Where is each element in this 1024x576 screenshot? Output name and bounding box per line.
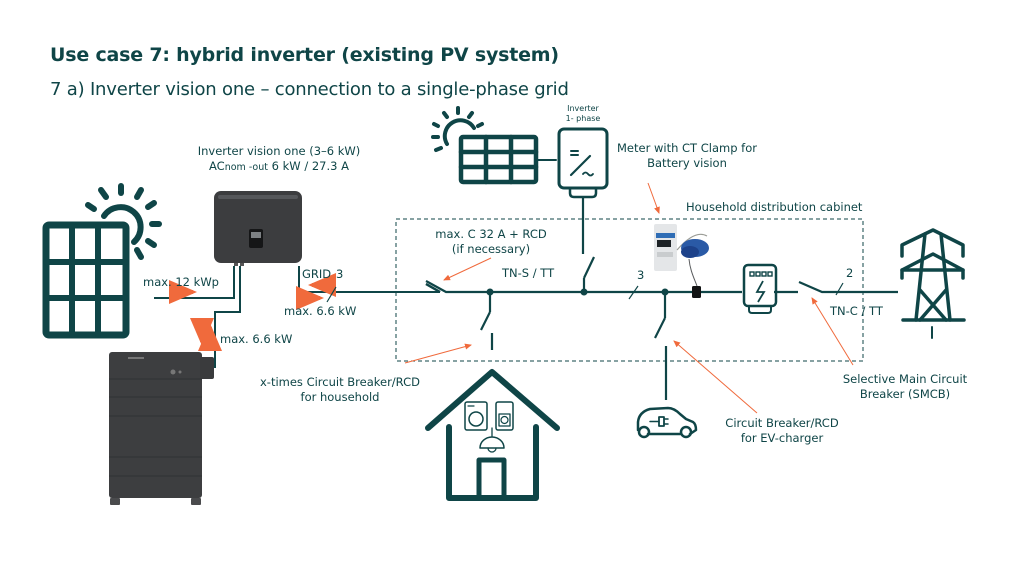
main-bus xyxy=(425,280,898,294)
existing-inverter-label-line1: Inverter xyxy=(567,104,599,113)
page-title: Use case 7: hybrid inverter (existing PV… xyxy=(50,44,559,66)
smcb-pointer xyxy=(811,297,854,366)
grid-wire-count: 3 xyxy=(336,267,344,281)
existing-inverter-label-line2: 1- phase xyxy=(565,114,601,123)
grid-tower-icon xyxy=(900,228,966,339)
ev-breaker-label-line1: Circuit Breaker/RCD xyxy=(725,416,839,430)
household-icon xyxy=(425,369,560,501)
inverter-vision-one-label: Inverter vision one (3–6 kW) ACnom -out … xyxy=(184,144,374,175)
grid-label: GRID xyxy=(302,267,332,281)
smcb-label-line2: Breaker (SMCB) xyxy=(859,387,951,401)
ev-breaker-label-line2: for EV-charger xyxy=(740,431,824,445)
ev-car-icon xyxy=(636,406,698,439)
household-breaker-label-line2: for household xyxy=(300,390,380,404)
existing-inverter-label: Inverter 1- phase xyxy=(555,104,611,124)
existing-inverter-branch xyxy=(581,198,595,292)
ev-breaker-pointer xyxy=(673,340,758,414)
existing-pv-icon xyxy=(458,134,557,185)
c32-breaker-label: max. C 32 A + RCD (if necessary) xyxy=(426,227,556,257)
sun-icon xyxy=(85,183,162,260)
meter-pointer-arrow xyxy=(647,182,660,214)
ac-prefix: AC xyxy=(209,159,225,173)
hybrid-inverter-device xyxy=(214,191,302,266)
pv-power-label: max. 12 kWp xyxy=(143,275,219,289)
grid-meter-icon xyxy=(742,263,778,314)
household-branch xyxy=(480,292,494,350)
inverter-breaker-switch xyxy=(583,256,595,279)
power-flow-arrows xyxy=(169,273,336,351)
c32-label-line1: max. C 32 A + RCD xyxy=(435,227,547,241)
meter-label: Meter with CT Clamp for Battery vision xyxy=(607,141,767,171)
cabinet-label: Household distribution cabinet xyxy=(686,200,863,214)
ct-clamp-device xyxy=(676,233,709,298)
smcb-label: Selective Main Circuit Breaker (SMCB) xyxy=(830,372,980,402)
distribution-cabinet-border xyxy=(395,218,864,362)
bus-wire-count: 3 xyxy=(637,268,645,282)
energy-meter-device xyxy=(654,224,677,271)
ev-breaker-switch xyxy=(654,317,666,339)
existing-sun-icon xyxy=(431,106,484,152)
battery-power-label: max. 6.6 kW xyxy=(220,332,293,346)
page-subtitle: 7 a) Inverter vision one – connection to… xyxy=(50,79,569,100)
existing-inverter-icon xyxy=(557,127,609,199)
smcb-label-line1: Selective Main Circuit xyxy=(842,372,968,386)
network-type-inner: TN-S / TT xyxy=(502,266,555,280)
c32-label-line2: (if necessary) xyxy=(451,242,531,256)
pv-array-icon xyxy=(42,221,130,339)
ev-breaker-label: Circuit Breaker/RCD for EV-charger xyxy=(712,416,852,446)
household-breaker-label-line1: x-times Circuit Breaker/RCD xyxy=(260,375,420,389)
inverter-ac-spec: ACnom -out 6 kW / 27.3 A xyxy=(184,159,374,175)
grid-power-label: max. 6.6 kW xyxy=(284,304,357,318)
household-breaker-label: x-times Circuit Breaker/RCD for househol… xyxy=(250,375,430,405)
label-pointer-arrows xyxy=(404,257,854,414)
meter-label-line2: Battery vision xyxy=(647,156,727,170)
ac-value: 6 kW / 27.3 A xyxy=(268,159,349,173)
main-wire-count: 2 xyxy=(846,266,854,280)
meter-label-line1: Meter with CT Clamp for xyxy=(617,141,757,155)
inverter-label-line1: Inverter vision one (3–6 kW) xyxy=(197,144,361,158)
household-breaker-pointer xyxy=(404,343,472,364)
ac-subscript: nom -out xyxy=(224,162,268,173)
c32-pointer xyxy=(443,257,492,281)
battery-vision-device xyxy=(109,352,214,505)
network-type-outer: TN-C / TT xyxy=(830,304,883,318)
ev-branch xyxy=(654,292,668,400)
household-breaker-switch xyxy=(480,311,491,331)
